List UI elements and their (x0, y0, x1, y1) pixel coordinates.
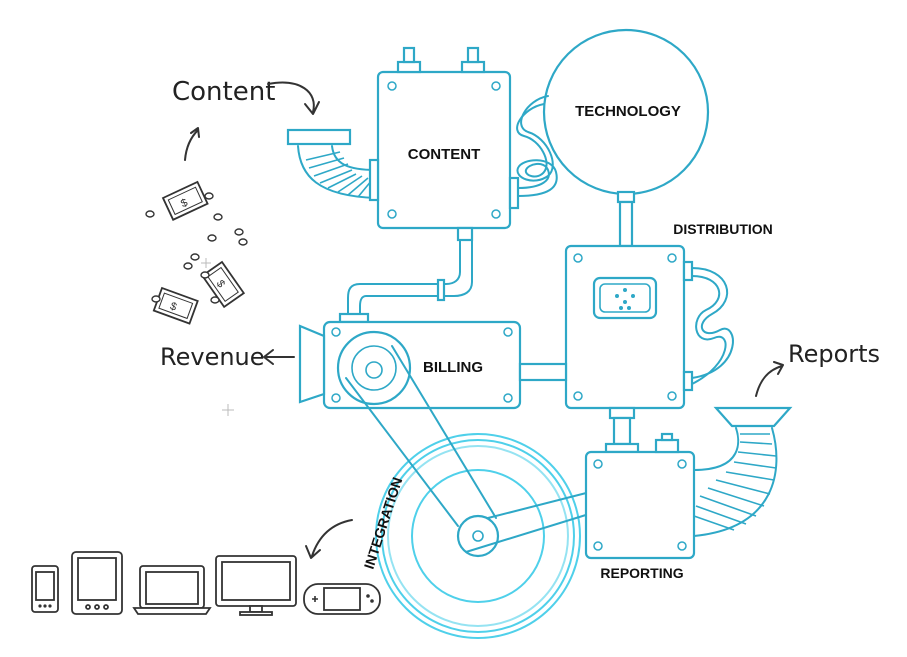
reports-arrow-icon (755, 361, 784, 397)
content-label: CONTENT (408, 146, 481, 163)
content-billing-pipe (338, 226, 474, 324)
integration-label: INTEGRATION (361, 475, 406, 571)
revenue-arrow-icon (263, 349, 295, 365)
content-note: Content (172, 77, 275, 107)
content-component: CONTENT (368, 46, 520, 230)
reporting-label: REPORTING (600, 565, 683, 581)
money-icon: $ $ $ (145, 127, 248, 325)
billing-component: BILLING (298, 320, 568, 410)
content-intake-pipe (286, 128, 377, 199)
reports-note: Reports (788, 340, 880, 368)
smartphone-icon (31, 565, 59, 613)
sparkle-icon (222, 404, 234, 416)
revenue-note: Revenue (160, 343, 265, 371)
svg-text:$: $ (179, 197, 190, 210)
sparkle-icon (201, 258, 211, 268)
devices-arrow-icon (305, 519, 353, 559)
technology-component: TECHNOLOGY (516, 28, 710, 248)
game-console-icon (303, 583, 381, 615)
laptop-icon (132, 565, 212, 615)
tablet-icon (71, 551, 123, 615)
report-outlet-pipe (693, 406, 793, 537)
svg-text:$: $ (214, 278, 227, 290)
content-arrow-icon (267, 81, 320, 115)
technology-label: TECHNOLOGY (575, 103, 681, 120)
integration-wheel: INTEGRATION (345, 345, 624, 639)
billing-label: BILLING (423, 359, 483, 376)
distribution-label: DISTRIBUTION (673, 221, 773, 237)
reporting-component: REPORTING (584, 406, 696, 581)
monitor-icon (215, 555, 297, 616)
svg-text:$: $ (168, 300, 178, 313)
distribution-component: DISTRIBUTION (564, 221, 773, 410)
